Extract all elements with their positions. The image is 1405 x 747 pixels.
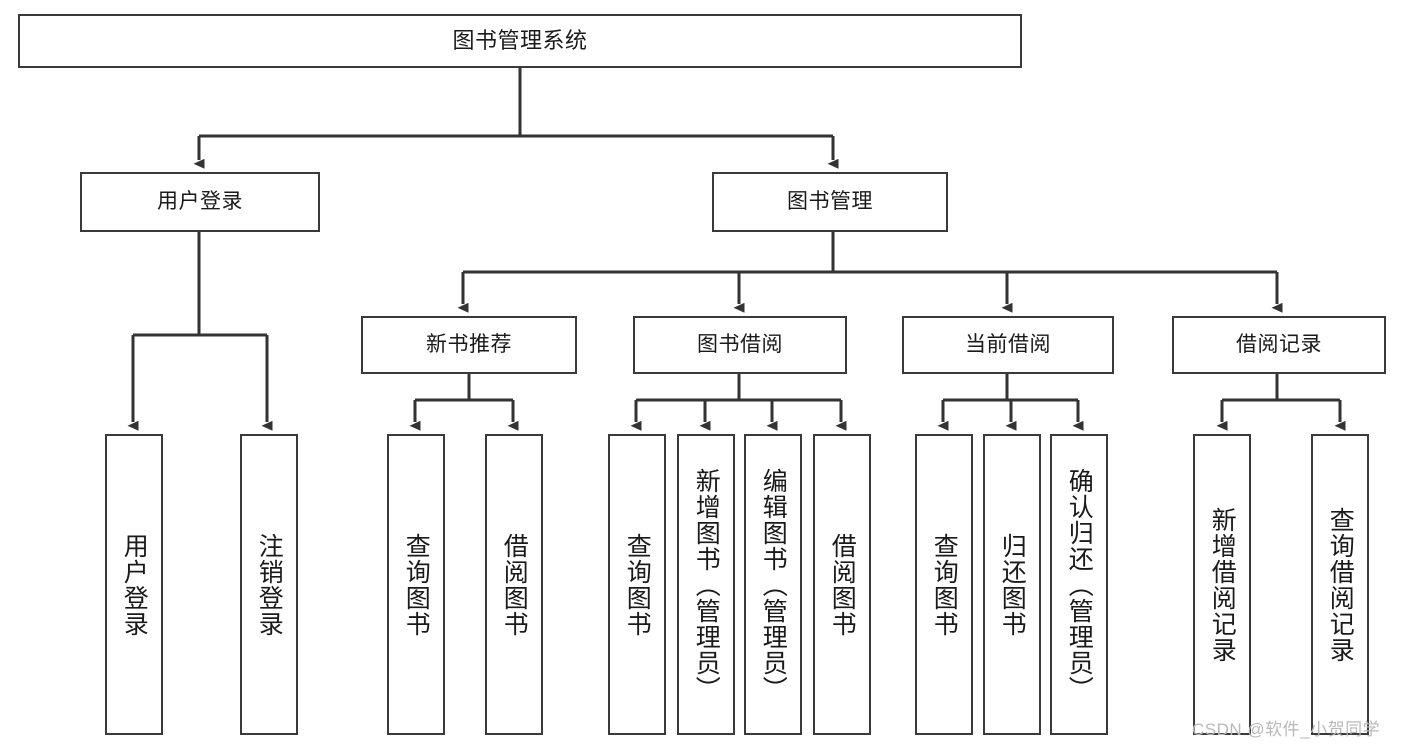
node-book-borrow-label: 图书借阅	[697, 332, 783, 356]
leaf-borrow-book-2[interactable]: 借阅图书	[813, 434, 871, 735]
node-book-manage[interactable]: 图书管理	[712, 172, 948, 232]
leaf-user-login[interactable]: 用户登录	[105, 434, 163, 735]
leaf-edit-book[interactable]: 编辑图书（管理员）	[744, 434, 802, 735]
leaf-confirm-return-label: 确认归还（管理员）	[1065, 467, 1094, 702]
node-borrow-record[interactable]: 借阅记录	[1172, 316, 1386, 374]
leaf-query-book-3[interactable]: 查询图书	[915, 434, 973, 735]
leaf-add-book-label: 新增图书（管理员）	[692, 467, 721, 702]
leaf-query-book-2[interactable]: 查询图书	[608, 434, 666, 735]
node-borrow-record-label: 借阅记录	[1236, 332, 1322, 356]
leaf-logout[interactable]: 注销登录	[240, 434, 298, 735]
leaf-return-book-label: 归还图书	[998, 532, 1027, 637]
leaf-query-book-2-label: 查询图书	[623, 532, 652, 637]
leaf-edit-book-label: 编辑图书（管理员）	[759, 467, 788, 702]
node-new-book-recommend[interactable]: 新书推荐	[361, 316, 577, 374]
leaf-query-record-label: 查询借阅记录	[1326, 506, 1355, 663]
leaf-return-book[interactable]: 归还图书	[983, 434, 1041, 735]
leaf-add-book[interactable]: 新增图书（管理员）	[677, 434, 735, 735]
node-current-borrow[interactable]: 当前借阅	[902, 316, 1114, 374]
leaf-confirm-return[interactable]: 确认归还（管理员）	[1050, 434, 1108, 735]
leaf-query-record[interactable]: 查询借阅记录	[1311, 434, 1369, 735]
leaf-query-book-3-label: 查询图书	[930, 532, 959, 637]
leaf-borrow-book-1[interactable]: 借阅图书	[485, 434, 543, 735]
node-new-book-recommend-label: 新书推荐	[426, 332, 512, 356]
leaf-borrow-book-1-label: 借阅图书	[500, 532, 529, 637]
leaf-borrow-book-2-label: 借阅图书	[828, 532, 857, 637]
leaf-query-book-1[interactable]: 查询图书	[387, 434, 445, 735]
leaf-user-login-label: 用户登录	[120, 532, 149, 637]
leaf-query-book-1-label: 查询图书	[402, 532, 431, 637]
node-user-login[interactable]: 用户登录	[80, 172, 320, 232]
node-root[interactable]: 图书管理系统	[18, 14, 1022, 68]
leaf-add-record[interactable]: 新增借阅记录	[1193, 434, 1251, 735]
node-book-borrow[interactable]: 图书借阅	[633, 316, 847, 374]
node-current-borrow-label: 当前借阅	[965, 332, 1051, 356]
node-book-manage-label: 图书管理	[787, 189, 873, 213]
node-user-login-label: 用户登录	[157, 189, 243, 213]
leaf-logout-label: 注销登录	[255, 532, 284, 637]
node-root-label: 图书管理系统	[452, 28, 588, 54]
leaf-add-record-label: 新增借阅记录	[1208, 506, 1237, 663]
